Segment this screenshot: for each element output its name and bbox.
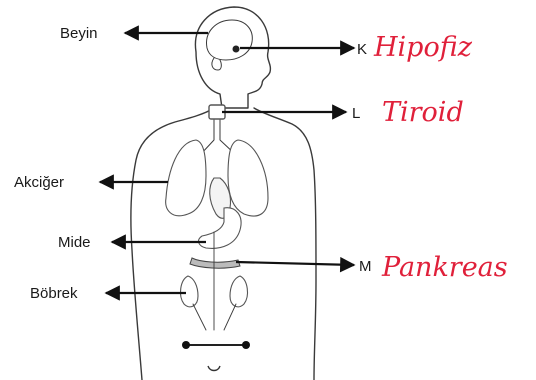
organs — [166, 46, 268, 371]
handwritten-hipofiz: Hipofiz — [373, 32, 473, 63]
handwritten-pankreas: Pankreas — [381, 252, 508, 283]
marker-k: K — [357, 41, 367, 58]
left-gonad — [182, 341, 190, 349]
left-kidney — [181, 276, 198, 307]
torso-outline-right — [254, 108, 316, 380]
label-brain: Beyin — [60, 25, 98, 42]
handwritten-tiroid: Tiroid — [382, 97, 464, 128]
pancreas — [190, 258, 240, 268]
right-gonad — [242, 341, 250, 349]
pituitary-gland — [233, 46, 240, 53]
label-stomach: Mide — [58, 234, 91, 251]
label-lungs: Akciğer — [14, 174, 64, 191]
lower-organ — [208, 366, 220, 371]
handwritten-answers: Hipofiz Tiroid Pankreas — [373, 32, 508, 283]
right-kidney — [230, 276, 247, 307]
brain-outline — [207, 20, 253, 60]
marker-m: M — [359, 258, 372, 275]
label-kidneys: Böbrek — [30, 285, 78, 302]
left-lung — [166, 140, 206, 216]
brain-fold — [212, 58, 221, 70]
right-lung — [228, 140, 268, 216]
head-outline — [195, 7, 270, 108]
marker-l: L — [352, 105, 360, 122]
arrow-m — [236, 262, 354, 265]
